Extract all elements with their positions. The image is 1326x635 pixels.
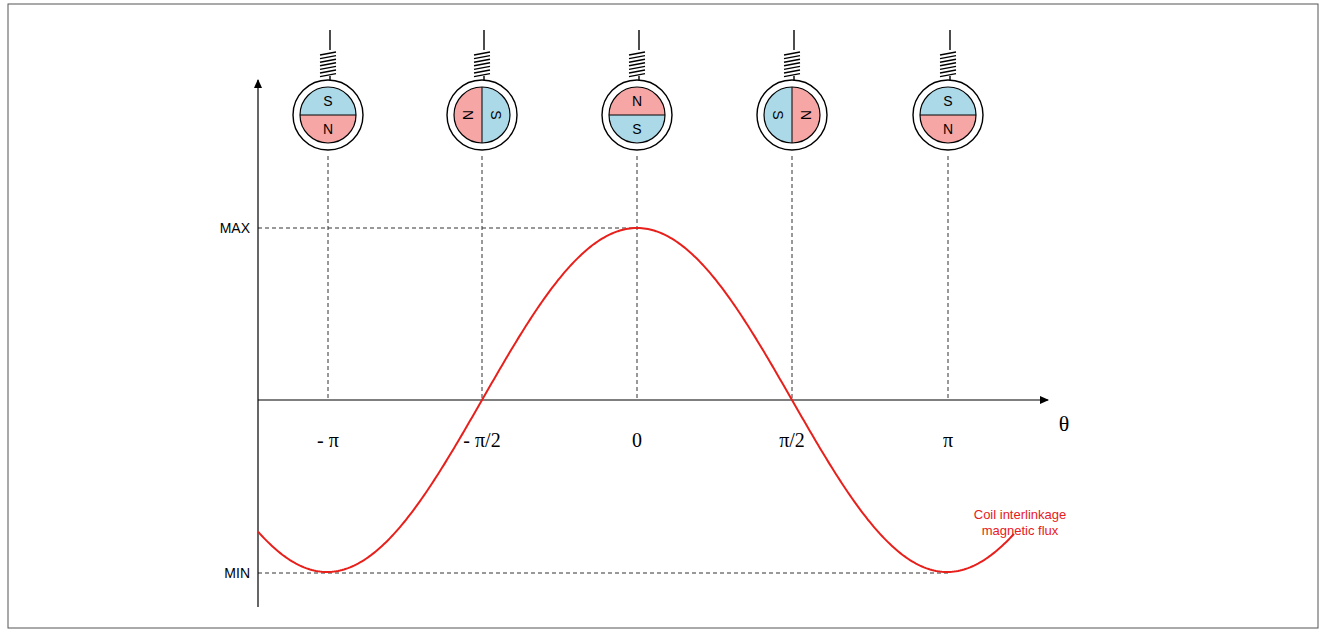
- magnet-outline: [755, 78, 829, 152]
- tick-label: 0: [632, 428, 642, 452]
- pole-letter: N: [632, 94, 642, 108]
- pole-letter: S: [771, 110, 785, 119]
- axis-min-label: MIN: [224, 565, 250, 582]
- magnet-outline: [911, 78, 985, 152]
- x-axis: [258, 399, 1048, 400]
- axis-max-label: MAX: [220, 220, 250, 237]
- pole-letter: S: [943, 94, 952, 108]
- pole-letter: S: [323, 94, 332, 108]
- magnet-rotor: SN: [291, 78, 365, 152]
- magnet-rotor: SN: [911, 78, 985, 152]
- curve-label: Coil interlinkage magnetic flux: [961, 507, 1079, 538]
- magnet-outline: [600, 78, 674, 152]
- flux-curve: [258, 228, 1014, 572]
- magnet-rotor: NS: [600, 78, 674, 152]
- tick-label: - π/2: [463, 428, 500, 452]
- magnet-outline: [445, 78, 519, 152]
- tick-label: π/2: [779, 428, 805, 452]
- y-axis: [257, 80, 258, 607]
- tick-label: π: [943, 428, 953, 452]
- pole-letter: N: [943, 122, 953, 136]
- tick-label: - π: [317, 428, 339, 452]
- magnet-outline: [291, 78, 365, 152]
- coil-symbols: [320, 30, 956, 80]
- magnet-rotor: NS: [445, 78, 519, 152]
- frame: [8, 4, 1318, 628]
- magnet-rotor: SN: [755, 78, 829, 152]
- pole-letter: S: [489, 110, 503, 119]
- pole-letter: N: [323, 122, 333, 136]
- pole-letter: N: [799, 110, 813, 120]
- guide-lines: [258, 156, 948, 573]
- pole-letter: N: [461, 110, 475, 120]
- pole-letter: S: [632, 122, 641, 136]
- axis-theta-label: θ: [1059, 411, 1070, 437]
